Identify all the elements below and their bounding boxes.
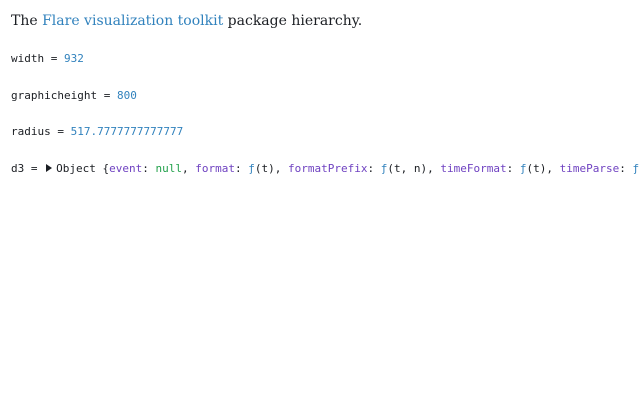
cell-radius[interactable]: radius = 517.7777777777777 [11, 124, 183, 140]
assign-op: = [50, 125, 71, 138]
var-value: 800 [116, 89, 137, 102]
assign-op: = [44, 52, 64, 65]
prop-key: timeFormat [440, 162, 507, 175]
function-icon: ƒ [519, 162, 527, 175]
expand-triangle-icon[interactable] [46, 164, 53, 172]
prop-separator: : [235, 162, 249, 175]
var-name: graphicheight [11, 89, 98, 102]
var-name: width [11, 52, 45, 65]
object-props: event: null, format: ƒ(t), formatPrefix:… [109, 162, 640, 175]
cell-d3[interactable]: d3 = Object {event: null, format: ƒ(t), … [11, 161, 640, 177]
var-value: 932 [64, 52, 84, 65]
cell-width[interactable]: width = 932 [11, 51, 84, 67]
prop-separator: : [506, 162, 520, 175]
var-name: radius [11, 125, 51, 138]
prop-key: format [195, 162, 235, 175]
assign-op: = [24, 162, 45, 175]
prop-comma: , [546, 162, 560, 175]
prop-key: timeParse [559, 162, 620, 175]
prop-separator: : [367, 162, 381, 175]
assign-op: = [97, 89, 117, 102]
prop-comma: , [182, 162, 196, 175]
intro-suffix: package hierarchy. [223, 13, 363, 29]
function-icon: ƒ [380, 162, 388, 175]
intro-prefix: The [11, 13, 43, 29]
var-name: d3 [11, 162, 25, 175]
var-value: 517.7777777777777 [70, 125, 184, 138]
prop-comma: , [274, 162, 288, 175]
prop-value-null: null [155, 162, 183, 175]
prop-separator: : [142, 162, 156, 175]
prop-args: (t, n) [387, 162, 428, 175]
prop-args: (t) [254, 162, 275, 175]
prop-key: event [109, 162, 143, 175]
prop-args: (t) [526, 162, 547, 175]
open-brace: { [95, 162, 110, 175]
intro-text: The Flare visualization toolkit package … [11, 10, 362, 32]
function-icon: ƒ [632, 162, 640, 175]
prop-separator: : [619, 162, 633, 175]
flare-toolkit-link[interactable]: Flare visualization toolkit [42, 13, 224, 29]
prop-comma: , [427, 162, 441, 175]
object-type-label: Object [56, 162, 96, 175]
cell-graphicheight[interactable]: graphicheight = 800 [11, 88, 137, 104]
function-icon: ƒ [248, 162, 255, 175]
prop-key: formatPrefix [288, 162, 368, 175]
